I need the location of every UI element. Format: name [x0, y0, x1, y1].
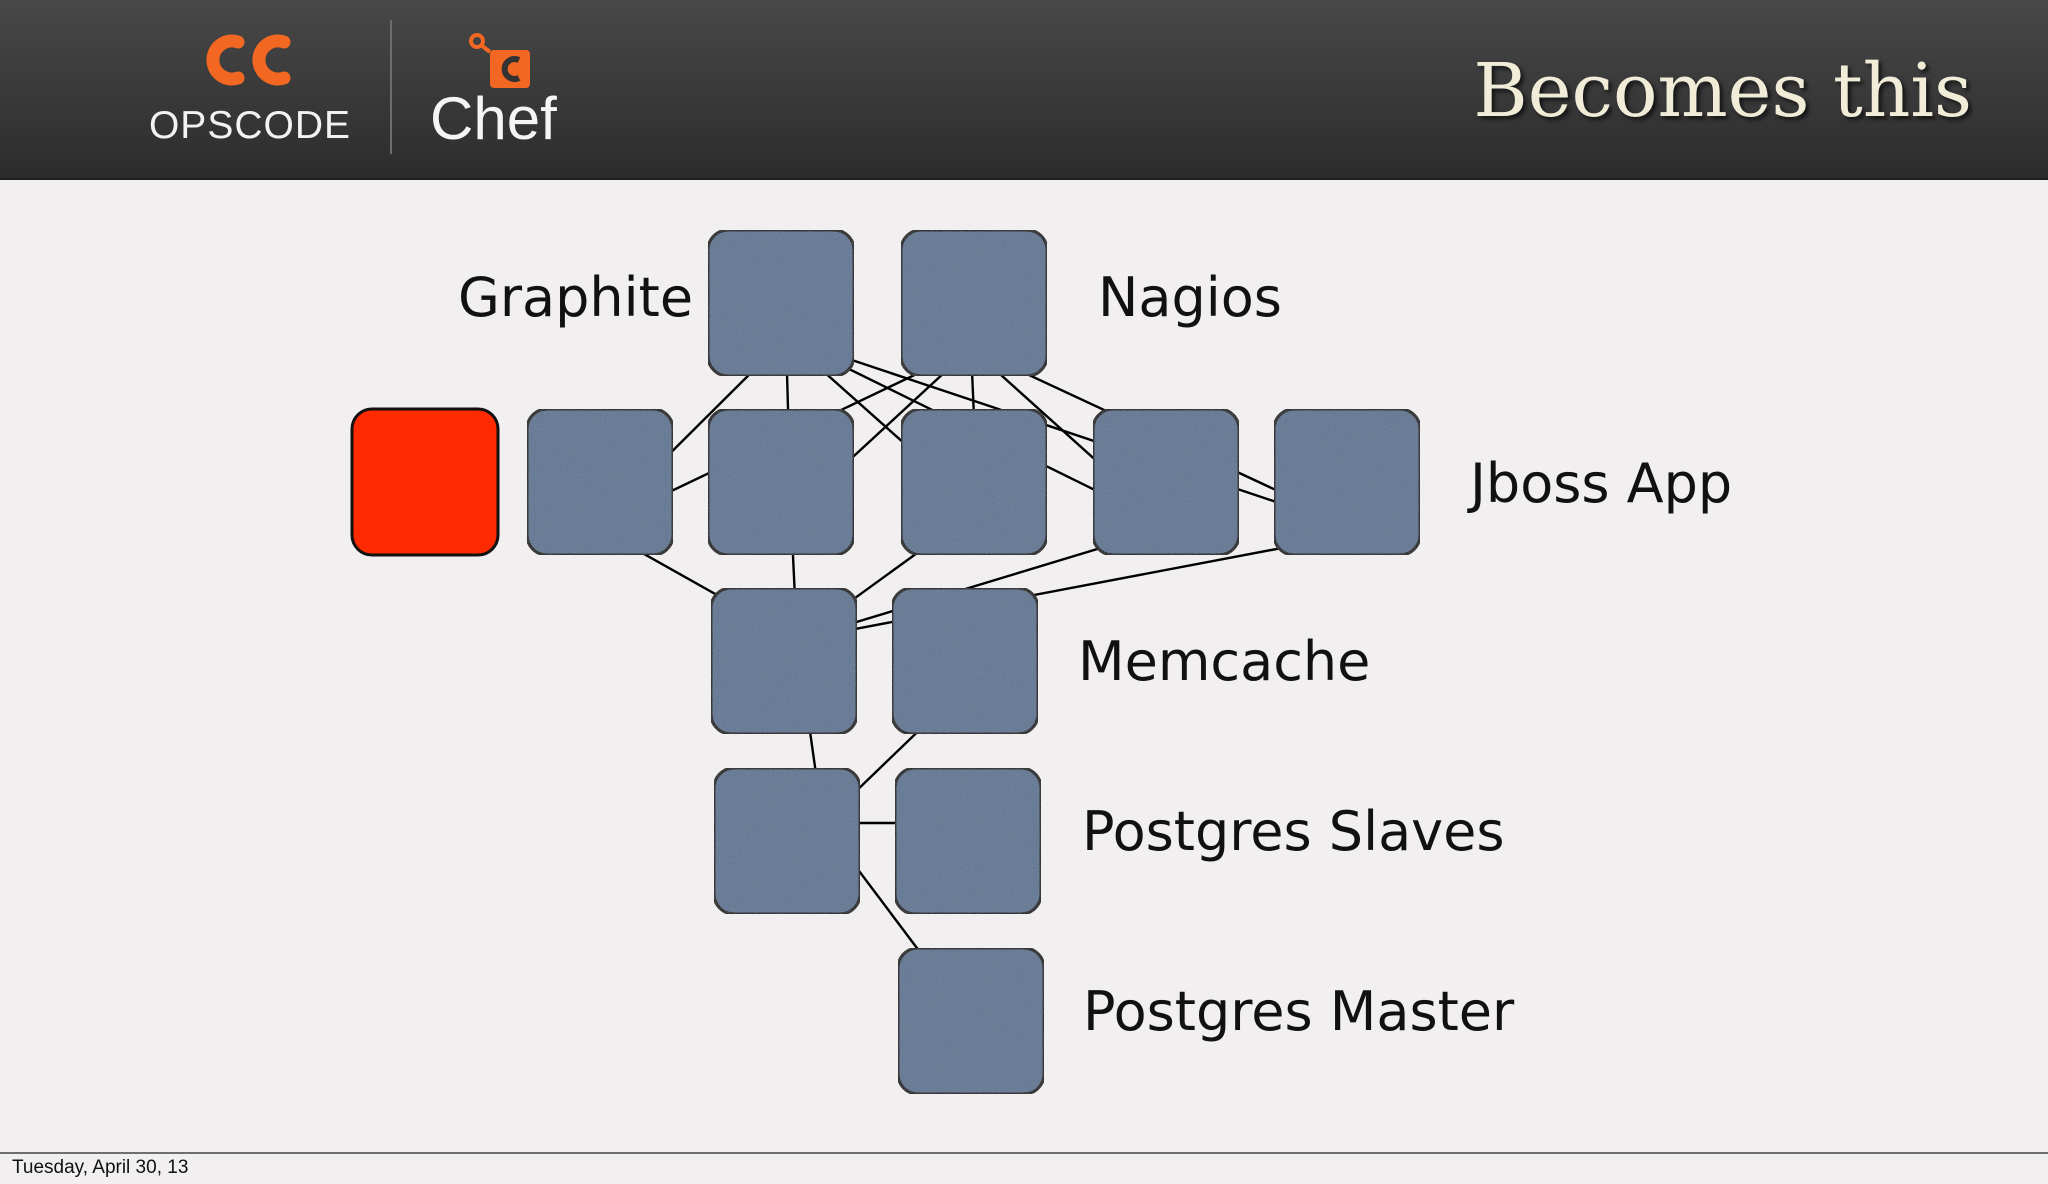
opscode-logo-icon — [206, 34, 291, 86]
node-pgmaster — [896, 946, 1046, 1096]
label-jboss-app: Jboss App — [1470, 452, 1733, 515]
logo-divider — [390, 20, 392, 154]
diagram-canvas — [350, 228, 1422, 1096]
node-memcache2 — [890, 586, 1040, 736]
label-postgres-master: Postgres Master — [1083, 980, 1515, 1043]
node-pgslave2 — [893, 766, 1043, 916]
chef-logo-text: Chef — [430, 85, 557, 152]
node-jboss1 — [525, 407, 675, 557]
node-pgslave1 — [712, 766, 862, 916]
slide-title: Becomes this — [1473, 48, 1972, 134]
label-graphite: Graphite — [458, 266, 694, 329]
label-postgres-slaves: Postgres Slaves — [1082, 800, 1505, 863]
node-memcache1 — [709, 586, 859, 736]
node-graphite — [706, 228, 856, 378]
footer-divider — [0, 1152, 2048, 1154]
label-memcache: Memcache — [1078, 630, 1371, 693]
node-jboss5 — [1272, 407, 1422, 557]
slide-header: OPSCODE Chef Becomes this — [0, 0, 2048, 180]
label-nagios: Nagios — [1098, 266, 1282, 329]
chef-logo-icon — [469, 33, 530, 88]
node-jboss3 — [899, 407, 1049, 557]
nodes-layer — [350, 228, 1422, 1096]
node-jboss4 — [1091, 407, 1241, 557]
opscode-logo-text: OPSCODE — [148, 104, 352, 147]
node-failed — [350, 407, 500, 557]
node-nagios — [899, 228, 1049, 378]
node-jboss2 — [706, 407, 856, 557]
footer-date: Tuesday, April 30, 13 — [12, 1157, 189, 1178]
architecture-diagram: Graphite Nagios Jboss App Memcache Postg… — [0, 178, 2048, 1152]
